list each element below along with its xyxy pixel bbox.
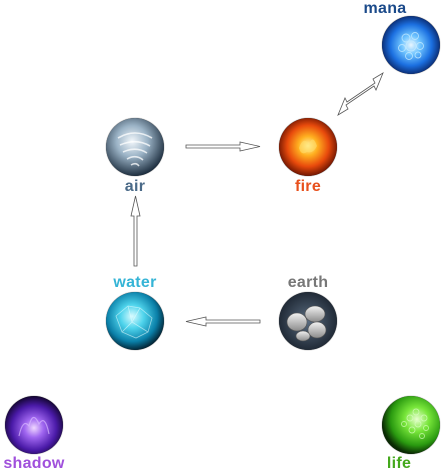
element-shadow: shadow	[0, 394, 80, 474]
arrow-fire-to-mana	[337, 72, 384, 116]
fire-orb-icon	[279, 118, 337, 176]
element-label-air: air	[124, 178, 146, 195]
element-fire: fire	[268, 118, 348, 198]
element-water: water	[95, 274, 175, 354]
element-label-fire: fire	[294, 178, 322, 195]
shadow-orb-icon	[5, 396, 63, 454]
element-life: life	[370, 394, 441, 474]
element-label-mana: mana	[363, 0, 407, 17]
arrow-earth-to-water	[185, 316, 261, 327]
arrow-water-to-air	[130, 195, 141, 267]
element-label-earth: earth	[287, 274, 329, 291]
water-orb-icon	[106, 292, 164, 350]
element-label-life: life	[386, 455, 412, 472]
element-air: air	[95, 118, 175, 198]
element-earth: earth	[268, 274, 348, 354]
arrow-air-to-fire	[185, 141, 261, 152]
element-mana: mana	[364, 0, 441, 80]
element-label-shadow: shadow	[3, 455, 65, 472]
life-orb-icon	[382, 396, 440, 454]
mana-orb-icon	[382, 16, 440, 74]
element-label-water: water	[113, 274, 157, 291]
earth-orb-icon	[279, 292, 337, 350]
air-orb-icon	[106, 118, 164, 176]
